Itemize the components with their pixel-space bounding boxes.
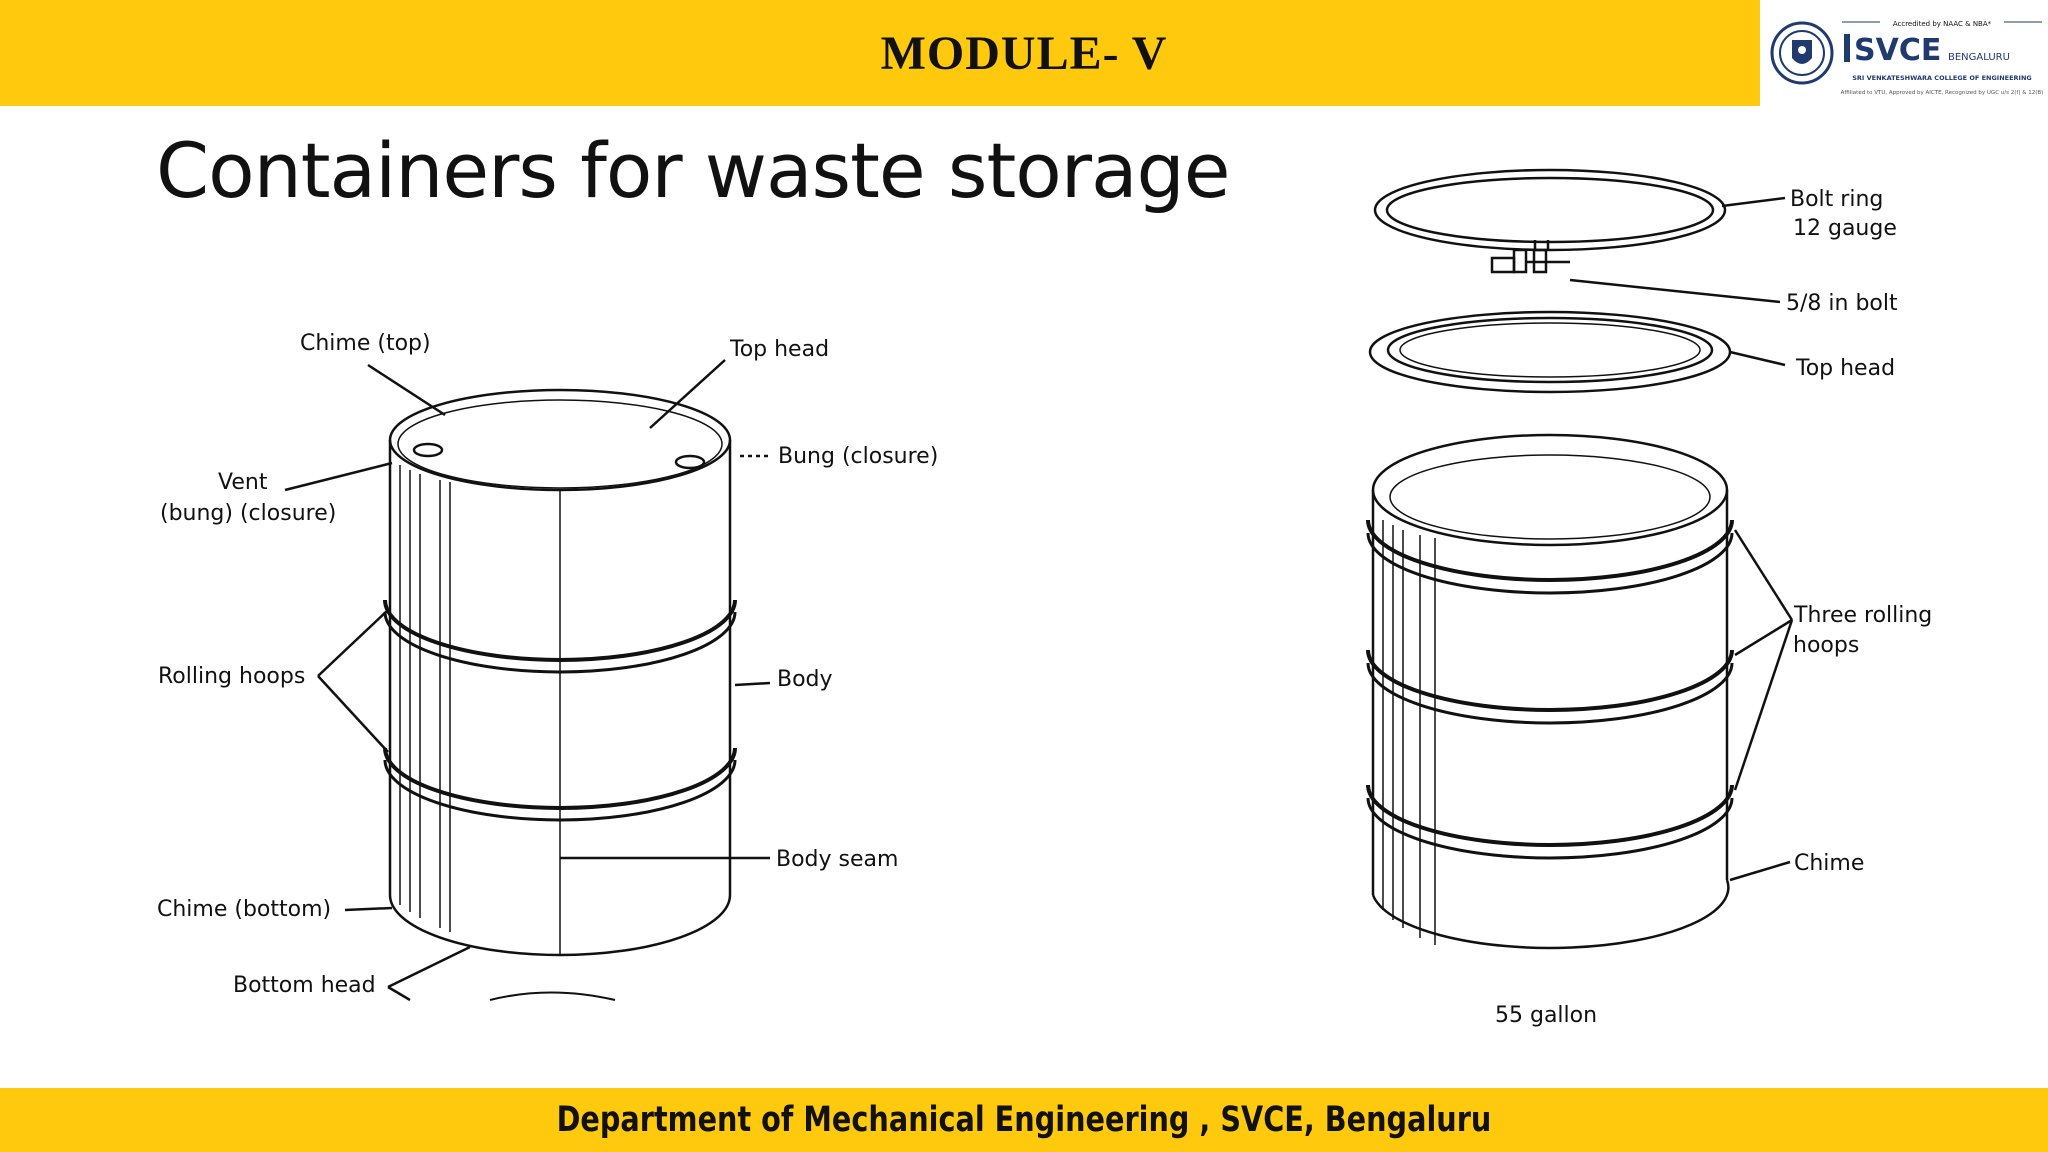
- label-body: Body: [777, 667, 833, 692]
- label-right-top-head: Top head: [1795, 356, 1895, 381]
- label-bung: Bung (closure): [778, 444, 938, 469]
- left-rolling-hoops: [383, 599, 737, 822]
- module-title: MODULE- V: [880, 26, 1168, 80]
- crest-icon: [1770, 21, 1834, 85]
- label-body-seam: Body seam: [776, 847, 898, 872]
- vent-bung-icon: [412, 442, 444, 458]
- logo-full-name: SRI VENKATESHWARA COLLEGE OF ENGINEERING: [1852, 74, 2031, 82]
- label-top-head: Top head: [729, 337, 829, 362]
- label-hoops: hoops: [1793, 633, 1859, 658]
- logo-affiliation: Affiliated to VTU, Approved by AICTE, Re…: [1841, 90, 2044, 96]
- label-caption-55-gallon: 55 gallon: [1495, 1003, 1597, 1028]
- slide-title: Containers for waste storage: [156, 126, 1231, 215]
- label-chime-top: Chime (top): [300, 331, 431, 356]
- label-bolt: 5/8 in bolt: [1786, 291, 1898, 316]
- right-rolling-hoops: [1366, 519, 1734, 860]
- logo-accreditation: Accredited by NAAC & NBA*: [1893, 20, 1992, 28]
- footer-text: Department of Mechanical Engineering , S…: [556, 1100, 1492, 1140]
- college-logo: Accredited by NAAC & NBA* SVCE BENGALURU…: [1762, 0, 2048, 106]
- top-head-lid: [1368, 310, 1732, 394]
- bung-icon: [674, 454, 706, 470]
- label-vent-closure: (bung) (closure): [160, 501, 336, 526]
- label-bottom-head: Bottom head: [233, 973, 376, 998]
- left-bottom-head: [489, 991, 616, 1001]
- label-bolt-ring-gauge: 12 gauge: [1793, 216, 1897, 241]
- logo-name: SVCE: [1854, 33, 1941, 68]
- right-drum-body: [1371, 433, 1730, 950]
- logo-city: BENGALURU: [1948, 52, 2010, 63]
- bolt-icon: [1490, 240, 1570, 274]
- footer-bar: Department of Mechanical Engineering , S…: [0, 1088, 2048, 1152]
- left-drum-body: [388, 388, 732, 957]
- label-three-rolling: Three rolling: [1793, 603, 1932, 628]
- label-rolling-hoops: Rolling hoops: [158, 664, 305, 689]
- header-bar: [0, 0, 1760, 106]
- label-vent: Vent: [218, 470, 268, 495]
- label-chime-bottom: Chime (bottom): [157, 897, 331, 922]
- bolt-ring: [1373, 168, 1727, 252]
- label-chime: Chime: [1794, 851, 1864, 876]
- label-bolt-ring: Bolt ring: [1790, 187, 1883, 212]
